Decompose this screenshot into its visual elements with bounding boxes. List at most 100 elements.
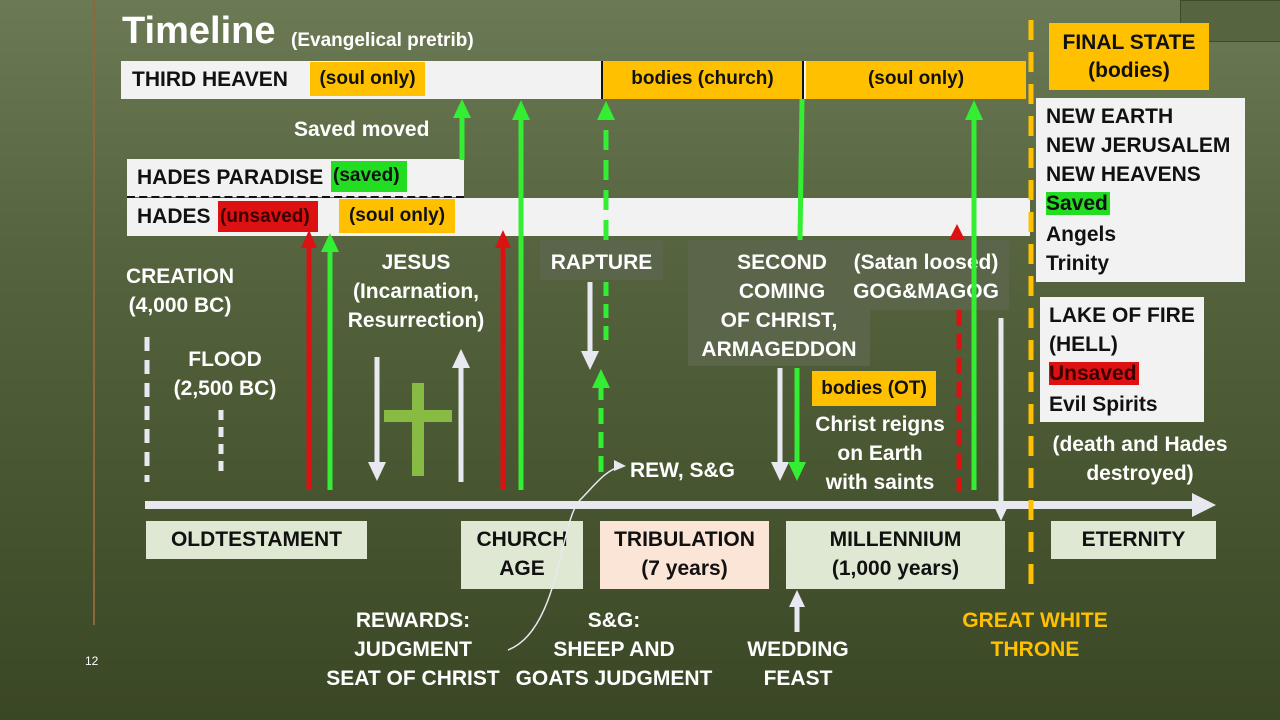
lake-item-unsaved: Unsaved xyxy=(1049,359,1204,390)
reign-line1: Christ reigns xyxy=(815,413,945,436)
final-item-new-heavens: NEW HEAVENS xyxy=(1046,163,1201,186)
soul-only-tag-2: (soul only) xyxy=(806,61,1026,99)
left-accent-line xyxy=(93,0,95,625)
hades-paradise-band xyxy=(127,159,464,197)
gwt-line1: GREAT WHITE xyxy=(962,609,1108,632)
final-item-trinity: Trinity xyxy=(1046,252,1110,275)
rewards-line1: REWARDS: xyxy=(355,609,471,632)
second-coming-box xyxy=(688,240,870,366)
timeline-arrowhead xyxy=(1192,493,1216,517)
death-note-line1: (death and Hades xyxy=(1052,433,1228,456)
creation-line1: CREATION xyxy=(125,265,235,288)
saved-tag: (saved) xyxy=(331,161,407,192)
wedding-line2: FEAST xyxy=(763,667,833,690)
lake-of-fire-box: LAKE OF FIRE (HELL) Unsaved Evil Spirits xyxy=(1040,297,1204,422)
flood-line2: (2,500 BC) xyxy=(173,377,277,400)
flood-label: FLOOD (2,500 BC) xyxy=(155,345,295,403)
era-trib-line1: TRIBULATION xyxy=(614,528,755,551)
second-line3: OF CHRIST, xyxy=(720,309,838,332)
satan-label: (Satan loosed) GOG&MAGOG xyxy=(843,248,1009,306)
era-millennium: MILLENNIUM (1,000 years) xyxy=(786,521,1005,589)
bodies-ot-text: bodies (OT) xyxy=(821,378,927,399)
sg-line2: SHEEP AND xyxy=(553,638,675,661)
era-eternity: ETERNITY xyxy=(1051,521,1216,559)
hades-label: HADES xyxy=(137,205,211,228)
bodies-church-tag: bodies (church) xyxy=(601,61,804,99)
reign-line3: with saints xyxy=(825,471,935,494)
rew-sg-label: REW, S&G xyxy=(630,459,736,482)
rewards-label: REWARDS: JUDGMENT SEAT OF CHRIST xyxy=(318,606,508,693)
soul-only-tag-1: (soul only) xyxy=(310,62,425,96)
jesus-label: JESUS (Incarnation, Resurrection) xyxy=(336,248,496,335)
final-state-box: FINAL STATE (bodies) xyxy=(1049,23,1209,90)
final-item-angels: Angels xyxy=(1046,223,1117,246)
saved-tag-text: (saved) xyxy=(333,165,400,186)
second-line4: ARMAGEDDON xyxy=(701,338,857,361)
third-heaven-label: THIRD HEAVEN xyxy=(132,68,288,91)
soul-only-text-1: (soul only) xyxy=(319,68,416,89)
bodies-ot-tag: bodies (OT) xyxy=(812,371,936,406)
rapture-label: RAPTURE xyxy=(550,251,653,274)
bodies-church-text: bodies (church) xyxy=(631,68,774,89)
page-subtitle: (Evangelical pretrib) xyxy=(291,30,474,51)
rewards-line2: JUDGMENT xyxy=(354,638,472,661)
hades-paradise-label: HADES PARADISE xyxy=(137,166,324,189)
green-line-second-coming xyxy=(797,98,805,241)
era-mill-line2: (1,000 years) xyxy=(831,557,960,580)
sg-line1: S&G: xyxy=(587,609,641,632)
death-hades-note: (death and Hades destroyed) xyxy=(1040,430,1240,488)
wedding-feast-label: WEDDING FEAST xyxy=(728,635,868,693)
creation-line2: (4,000 BC) xyxy=(128,294,232,317)
era-tribulation: TRIBULATION (7 years) xyxy=(600,521,769,589)
slide-number: 12 xyxy=(85,654,99,668)
christ-reigns-label: Christ reigns on Earth with saints xyxy=(800,410,960,497)
final-item-saved: Saved xyxy=(1046,189,1245,220)
wedding-line1: WEDDING xyxy=(747,638,849,661)
era-church-line2: AGE xyxy=(499,557,545,580)
era-church-line1: CHURCH xyxy=(476,528,568,551)
final-item-saved-text: Saved xyxy=(1046,192,1110,215)
gwt-line2: THRONE xyxy=(990,638,1080,661)
era-old-testament: OLDTESTAMENT xyxy=(146,521,367,559)
jesus-line3: Resurrection) xyxy=(347,309,485,332)
lake-item-evil-spirits: Evil Spirits xyxy=(1049,393,1158,416)
lake-item-unsaved-text: Unsaved xyxy=(1049,362,1139,385)
flood-line1: FLOOD xyxy=(188,348,262,371)
saved-moved-label: Saved moved xyxy=(294,118,430,141)
creation-label: CREATION (4,000 BC) xyxy=(110,262,250,320)
second-coming-label: SECOND COMING OF CHRIST, ARMAGEDDON xyxy=(688,248,870,364)
satan-red-arrowhead xyxy=(949,224,965,240)
reign-line2: on Earth xyxy=(837,442,923,465)
satan-line2: GOG&MAGOG xyxy=(853,280,999,303)
sheep-goats-label: S&G: SHEEP AND GOATS JUDGMENT xyxy=(508,606,720,693)
jesus-line2: (Incarnation, xyxy=(352,280,479,303)
era-trib-line2: (7 years) xyxy=(641,557,728,580)
era-church-age: CHURCH AGE xyxy=(461,521,583,589)
unsaved-tag: (unsaved) xyxy=(218,201,318,232)
rapture-box xyxy=(540,240,663,280)
era-eternity-text: ETERNITY xyxy=(1081,528,1186,551)
gog-magog-box xyxy=(843,240,1009,310)
cross-icon xyxy=(412,383,424,476)
second-line2: COMING xyxy=(738,280,826,303)
unsaved-tag-text: (unsaved) xyxy=(220,206,310,227)
jesus-line1: JESUS xyxy=(381,251,451,274)
lake-item-lake: LAKE OF FIRE xyxy=(1049,304,1195,327)
final-state-subtitle: (bodies) xyxy=(1088,59,1170,82)
rewards-line3: SEAT OF CHRIST xyxy=(326,667,500,690)
great-white-throne-label: GREAT WHITE THRONE xyxy=(940,606,1130,664)
satan-line1: (Satan loosed) xyxy=(853,251,999,274)
final-item-new-earth: NEW EARTH xyxy=(1046,105,1174,128)
era-mill-line1: MILLENNIUM xyxy=(829,528,962,551)
page-title: Timeline xyxy=(122,10,276,52)
lake-item-hell: (HELL) xyxy=(1049,333,1118,356)
second-line1: SECOND xyxy=(737,251,827,274)
final-state-list: NEW EARTH NEW JERUSALEM NEW HEAVENS Save… xyxy=(1036,98,1245,282)
rewards-pointer-curve xyxy=(507,465,623,651)
soul-only-text-2: (soul only) xyxy=(867,68,965,89)
death-note-line2: destroyed) xyxy=(1086,462,1194,485)
era-ot-text: OLDTESTAMENT xyxy=(170,528,343,551)
final-state-title: FINAL STATE xyxy=(1062,31,1196,54)
hades-soul-only-text: (soul only) xyxy=(348,205,446,226)
